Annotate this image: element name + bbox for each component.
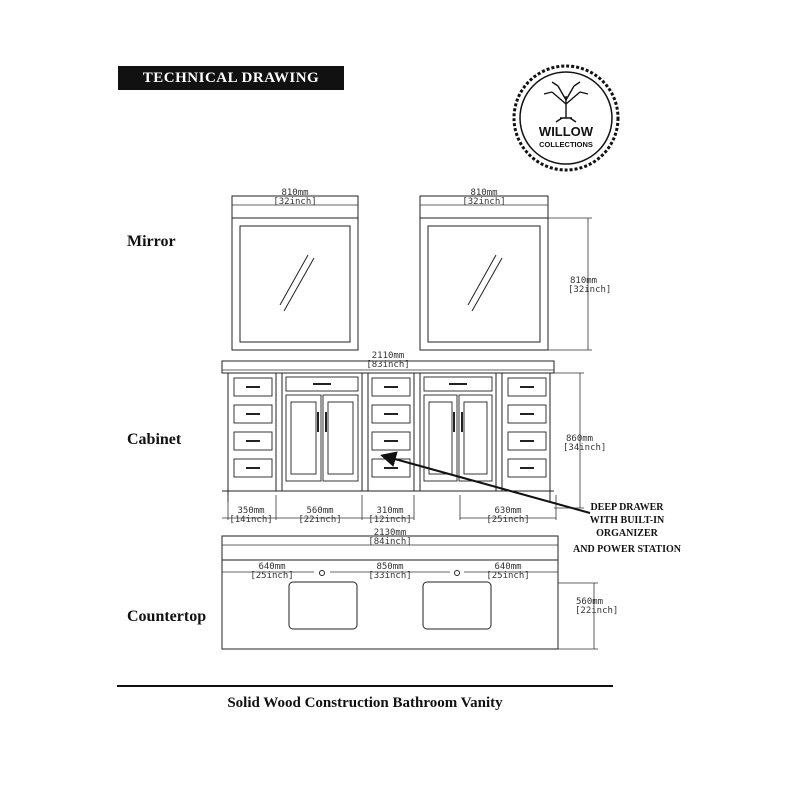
countertop-width-mm: 2130mm xyxy=(374,528,407,538)
countertop xyxy=(221,535,559,650)
cabinet-dim1-mm: 350mm xyxy=(237,506,264,516)
section-label-mirror: Mirror xyxy=(127,233,176,250)
callout-line-1: DEEP DRAWER xyxy=(590,502,664,513)
countertop-mid-in: [33inch] xyxy=(368,571,411,581)
countertop-right-mm: 640mm xyxy=(494,562,521,572)
sink-right xyxy=(422,581,492,630)
faucet-hole-right xyxy=(454,570,460,576)
logo-sub: COLLECTIONS xyxy=(539,140,593,149)
footer-divider xyxy=(117,685,613,687)
cabinet-dim1-in: [14inch] xyxy=(229,515,272,525)
logo-brand: WILLOW xyxy=(539,124,594,139)
countertop-left-in: [25inch] xyxy=(250,571,293,581)
cabinet-dim3-mm: 310mm xyxy=(376,506,403,516)
mirror-height-mm: 810mm xyxy=(570,276,597,286)
mirror-left-width-mm: 810mm xyxy=(281,188,308,198)
center-drawer xyxy=(423,376,493,392)
cabinet-door xyxy=(285,394,322,482)
callout-arrow xyxy=(380,451,591,514)
willow-logo: WILLOW COLLECTIONS xyxy=(512,64,620,172)
cabinet-drawer xyxy=(507,377,547,397)
cabinet-drawer xyxy=(507,431,547,451)
cabinet-height-mm: 860mm xyxy=(566,434,593,444)
countertop-mid-mm: 850mm xyxy=(376,562,403,572)
cabinet-drawer xyxy=(371,404,411,424)
faucet-hole-left xyxy=(319,570,325,576)
section-label-countertop: Countertop xyxy=(127,608,207,625)
door-panel xyxy=(463,401,488,475)
cabinet-width-in: [83inch] xyxy=(366,360,409,370)
sink-left xyxy=(288,581,358,630)
mirror-left xyxy=(231,195,359,351)
door-panel xyxy=(428,401,453,475)
cabinet-drawer xyxy=(371,377,411,397)
mirror-height-in: [32inch] xyxy=(568,285,611,295)
mirror-right-width-mm: 810mm xyxy=(470,188,497,198)
countertop-width-in: [84inch] xyxy=(368,537,411,547)
mirror-right xyxy=(419,195,549,351)
countertop-right-in: [25inch] xyxy=(486,571,529,581)
cabinet-door xyxy=(322,394,359,482)
cabinet-height-in: [34inch] xyxy=(563,443,606,453)
cabinet-drawer xyxy=(233,377,273,397)
callout-line-4: AND POWER STATION xyxy=(573,544,682,555)
callout-line-2: WITH BUILT-IN xyxy=(590,515,665,526)
footer-caption: Solid Wood Construction Bathroom Vanity xyxy=(227,695,503,711)
door-panel xyxy=(290,401,317,475)
cabinet-dim2-in: [22inch] xyxy=(298,515,341,525)
callout-line-3: ORGANIZER xyxy=(596,528,658,539)
mirror-right-width-in: [32inch] xyxy=(462,197,505,207)
door-panel xyxy=(327,401,354,475)
cabinet-drawer xyxy=(233,458,273,478)
tree-icon xyxy=(543,81,589,123)
cabinet-drawer xyxy=(507,458,547,478)
cabinet-width-mm: 2110mm xyxy=(372,351,405,361)
cabinet-dim3-in: [12inch] xyxy=(368,515,411,525)
section-label-cabinet: Cabinet xyxy=(127,431,182,448)
cabinet-drawer xyxy=(371,431,411,451)
cabinet-door xyxy=(423,394,458,482)
cabinet-drawer xyxy=(233,431,273,451)
cabinet-drawer xyxy=(233,404,273,424)
cabinet-dim4-in: [25inch] xyxy=(486,515,529,525)
cabinet xyxy=(221,360,555,502)
cabinet-dim4-mm: 630mm xyxy=(494,506,521,516)
countertop-depth-mm: 560mm xyxy=(576,597,603,607)
mirror-left-width-in: [32inch] xyxy=(273,197,316,207)
countertop-depth-in: [22inch] xyxy=(575,606,618,616)
header-title: TECHNICAL DRAWING xyxy=(118,66,344,90)
cabinet-drawer xyxy=(507,404,547,424)
countertop-left-mm: 640mm xyxy=(258,562,285,572)
cabinet-dim2-mm: 560mm xyxy=(306,506,333,516)
center-drawer xyxy=(285,376,359,392)
